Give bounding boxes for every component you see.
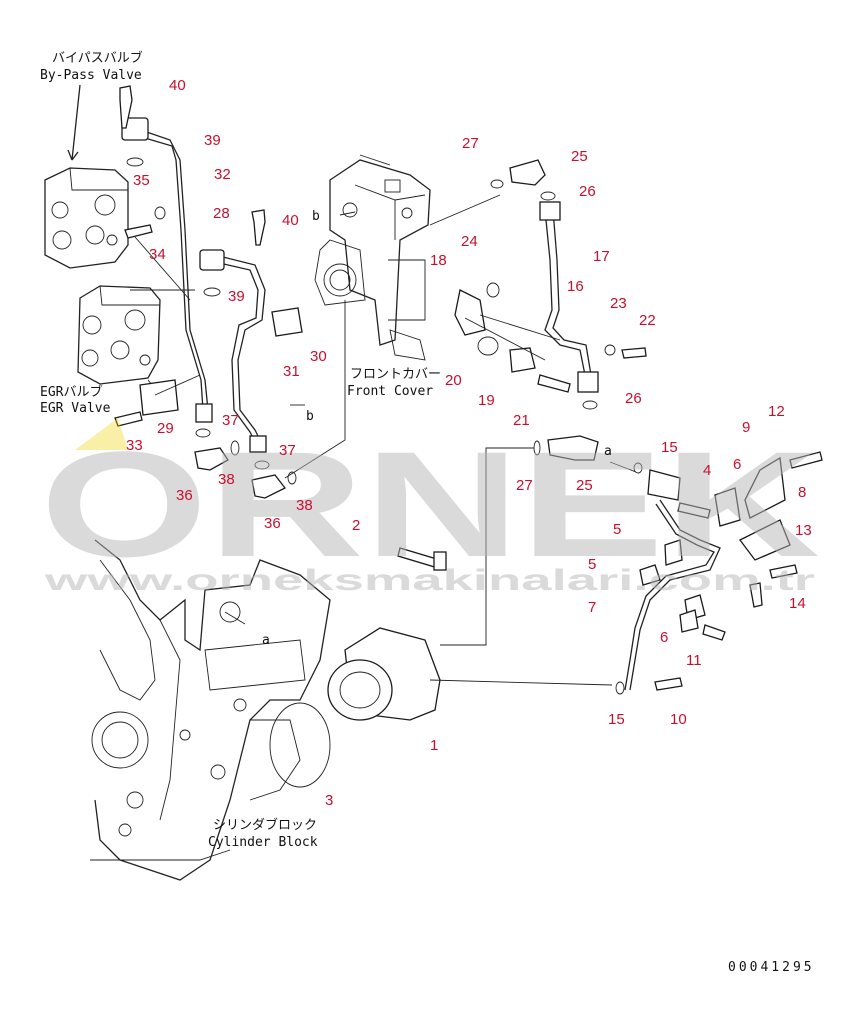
callout-number: 37 xyxy=(222,412,239,429)
callout-number: 6 xyxy=(660,629,668,646)
callout-number: 9 xyxy=(742,419,750,436)
callout-number: 25 xyxy=(576,477,593,494)
callout-number: 28 xyxy=(213,205,230,222)
callout-number: 17 xyxy=(593,248,610,265)
callout-number: 11 xyxy=(686,652,702,669)
bypass-valve-label-jp: バイパスバルブ xyxy=(52,50,143,66)
watermark-brand: ORNEK xyxy=(40,420,820,588)
callout-number: 26 xyxy=(625,390,642,407)
parts xyxy=(114,85,823,788)
front-cover xyxy=(314,154,431,361)
egr-valve-label-jp: EGRバルブ xyxy=(40,384,102,400)
pipes xyxy=(121,117,721,691)
drawing-number: 00041295 xyxy=(728,960,815,975)
callout-number: 27 xyxy=(516,477,533,494)
callout-number: 21 xyxy=(513,412,530,429)
front-cover-label-jp: フロントカバー xyxy=(350,367,441,382)
egr-valve-label-en: EGR Valve xyxy=(40,401,111,416)
front-cover-label-en: Front Cover xyxy=(347,384,433,399)
callout-number: 12 xyxy=(768,403,785,420)
callouts: 1 2 3 4 5 5 6 6 7 8 9 10 11 12 13 14 15 … xyxy=(126,77,812,809)
callout-number: 33 xyxy=(126,437,143,454)
callout-number: 26 xyxy=(579,183,596,200)
callout-number: 38 xyxy=(296,497,313,514)
egr-valve xyxy=(77,285,195,396)
cylinder-block-label-jp: シリンダブロック xyxy=(213,817,317,833)
callout-number: 40 xyxy=(169,77,186,94)
callout-number: 14 xyxy=(789,595,806,612)
callout-number: 7 xyxy=(588,599,596,616)
callout-number: 20 xyxy=(445,372,462,389)
cylinder-block-label-en: Cylinder Block xyxy=(208,835,318,850)
callout-number: 15 xyxy=(661,439,678,456)
callout-number: 39 xyxy=(228,288,245,305)
ref-mark-b: b xyxy=(312,209,320,224)
text-labels: バイパスバルブ By-Pass Valve EGRバルブ EGR Valve フ… xyxy=(40,50,815,975)
callout-number: 8 xyxy=(798,484,806,501)
callout-number: 31 xyxy=(283,363,300,380)
callout-number: 24 xyxy=(461,233,478,250)
callout-number: 16 xyxy=(567,278,584,295)
callout-number: 13 xyxy=(795,522,812,539)
callout-number: 35 xyxy=(133,172,150,189)
bypass-valve xyxy=(44,84,129,269)
callout-number: 3 xyxy=(325,792,333,809)
callout-number: 22 xyxy=(639,312,656,329)
callout-number: 15 xyxy=(608,711,625,728)
ref-mark-a: a xyxy=(604,444,612,459)
callout-number: 34 xyxy=(149,246,166,263)
callout-number: 4 xyxy=(703,462,711,479)
callout-number: 5 xyxy=(613,521,621,538)
callout-number: 30 xyxy=(310,348,327,365)
callout-number: 36 xyxy=(176,487,193,504)
callout-number: 25 xyxy=(571,148,588,165)
callout-number: 6 xyxy=(733,456,741,473)
callout-number: 29 xyxy=(157,420,174,437)
callout-number: 40 xyxy=(282,212,299,229)
ref-mark-a: a xyxy=(262,633,270,648)
callout-number: 39 xyxy=(204,132,221,149)
callout-number: 2 xyxy=(352,517,360,534)
callout-number: 5 xyxy=(588,556,596,573)
bypass-valve-label-en: By-Pass Valve xyxy=(40,68,142,83)
callout-number: 10 xyxy=(670,711,687,728)
callout-number: 1 xyxy=(430,737,438,754)
watermark-accent xyxy=(75,418,128,450)
callout-number: 23 xyxy=(610,295,627,312)
ref-mark-b: b xyxy=(306,409,314,424)
callout-number: 18 xyxy=(430,252,447,269)
watermark-url: www.orneksmakinalari.com.tr xyxy=(43,564,815,597)
callout-number: 32 xyxy=(214,166,231,183)
callout-number: 36 xyxy=(264,515,281,532)
callout-number: 38 xyxy=(218,471,235,488)
watermark: ORNEK www.orneksmakinalari.com.tr xyxy=(40,418,820,597)
callout-number: 27 xyxy=(462,135,479,152)
callout-number: 37 xyxy=(279,442,296,459)
cylinder-block xyxy=(90,539,331,881)
callout-number: 19 xyxy=(478,392,495,409)
